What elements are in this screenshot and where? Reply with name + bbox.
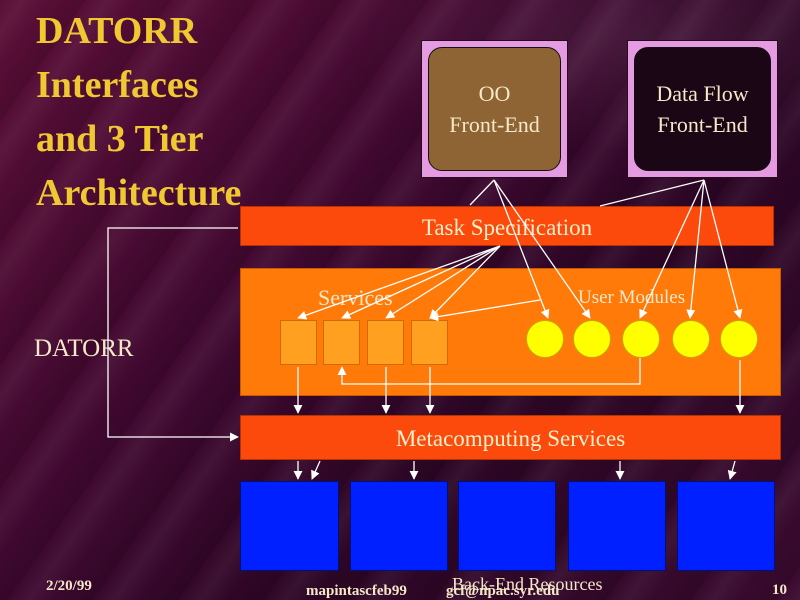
user-module-5 <box>720 320 758 358</box>
service-box-1 <box>280 320 317 365</box>
backend-resource-4 <box>568 481 666 571</box>
footer-date: 2/20/99 <box>46 578 92 594</box>
title-line-1: DATORR <box>36 10 198 52</box>
backend-resource-2 <box>350 481 448 571</box>
user-module-1 <box>526 320 564 358</box>
slide-title: DATORR Interfaces and 3 Tier Architectur… <box>36 4 241 220</box>
footer-page-number: 10 <box>772 582 787 598</box>
user-module-4 <box>672 320 710 358</box>
metacomputing-label: Metacomputing Services <box>395 426 626 451</box>
datorr-label: DATORR <box>34 335 134 362</box>
backend-resource-1 <box>240 481 339 571</box>
title-line-3: and 3 Tier <box>36 118 204 160</box>
oo-frontend-box: OO Front-End <box>421 40 568 178</box>
dataflow-frontend-box: Data Flow Front-End <box>627 40 778 178</box>
datorr-bracket-arrow <box>107 227 239 442</box>
footer-file: mapintascfeb99 <box>306 583 407 599</box>
oo-frontend-label: OO Front-End <box>428 47 561 171</box>
service-box-2 <box>323 320 360 365</box>
backend-resource-5 <box>677 481 775 571</box>
user-module-2 <box>573 320 611 358</box>
backend-resource-3 <box>458 481 556 571</box>
task-specification-label: Task Specification <box>421 215 593 240</box>
service-box-3 <box>367 320 404 365</box>
user-module-3 <box>622 320 660 358</box>
title-line-4: Architecture <box>36 172 242 214</box>
backend-resources-label: Back-End Resources <box>452 574 603 594</box>
dataflow-frontend-label: Data Flow Front-End <box>634 47 771 171</box>
user-modules-label: User Modules <box>578 287 686 308</box>
title-line-2: Interfaces <box>36 64 199 106</box>
metacomputing-bar: Metacomputing Services <box>240 415 781 460</box>
footer-email: gcf@npac.syr.edu <box>446 583 560 599</box>
